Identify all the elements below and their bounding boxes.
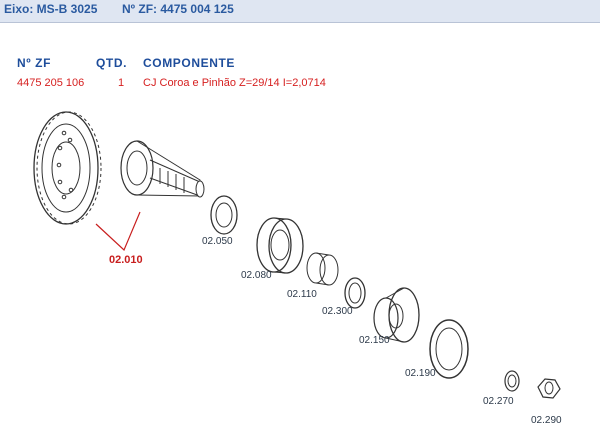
seal-ring-icon (429, 319, 469, 379)
spacer-sleeve-icon (306, 252, 339, 286)
shim-ring-icon (344, 277, 366, 309)
part-label-02150[interactable]: 02.150 (359, 335, 390, 346)
part-label-02110[interactable]: 02.110 (287, 289, 317, 300)
small-washer-icon (504, 370, 520, 392)
row-zf-number[interactable]: 4475 205 106 (17, 77, 85, 89)
part-label-02290[interactable]: 02.290 (531, 415, 562, 426)
row-component[interactable]: CJ Coroa e Pinhão Z=29/14 I=2,0714 (143, 77, 326, 89)
assembly-callout-label[interactable]: 02.010 (109, 254, 143, 266)
assembly-callout-lines (95, 211, 141, 252)
part-label-02080[interactable]: 02.080 (241, 270, 272, 281)
column-header-component: COMPONENTE (143, 56, 236, 70)
roller-bearing-icon (256, 217, 304, 274)
zf-number-label: Nº ZF: 4475 004 125 (122, 2, 234, 16)
washer-icon (210, 195, 238, 235)
part-label-02300[interactable]: 02.300 (322, 306, 353, 317)
column-header-qty: QTD. (96, 56, 128, 70)
axle-label: Eixo: MS-B 3025 (4, 2, 98, 16)
header-bar: Eixo: MS-B 3025 Nº ZF: 4475 004 125 (0, 0, 600, 23)
tapered-bearing-icon (373, 287, 420, 343)
crown-gear-icon (33, 111, 102, 225)
part-label-02050[interactable]: 02.050 (202, 236, 233, 247)
hex-nut-icon (537, 378, 561, 399)
column-header-zf: Nº ZF (17, 56, 52, 70)
part-label-02190[interactable]: 02.190 (405, 368, 436, 379)
row-qty: 1 (118, 77, 125, 89)
part-label-02270[interactable]: 02.270 (483, 396, 514, 407)
pinion-shaft-icon (120, 140, 205, 198)
